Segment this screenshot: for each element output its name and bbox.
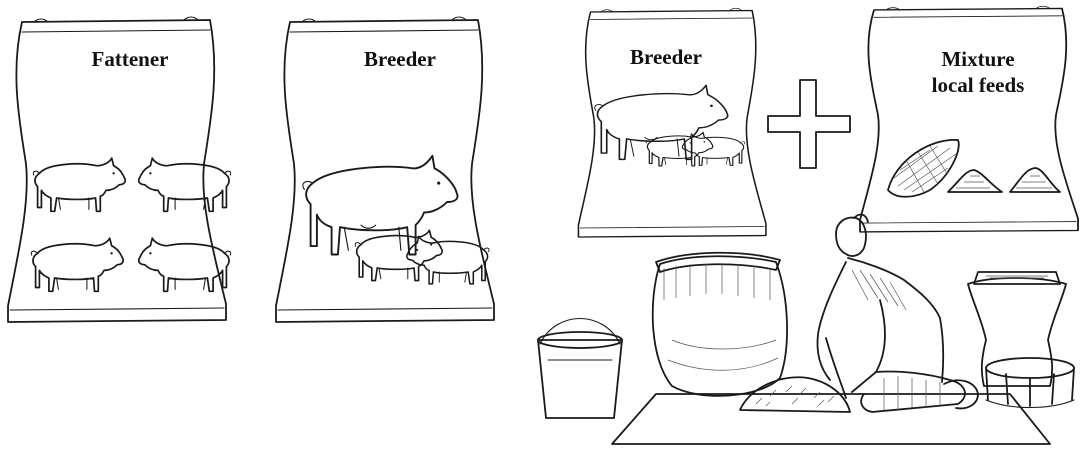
bag-breeder-mix: [578, 8, 765, 237]
corn-icon: [888, 140, 959, 197]
bag-label-breeder-mix: Breeder: [596, 44, 736, 70]
stool-icon: [986, 358, 1074, 408]
bag-label-fattener: Fattener: [60, 46, 200, 72]
bag-label-mixture-local-feeds: Mixture local feeds: [888, 46, 1068, 98]
plus-icon: [768, 80, 850, 168]
sow-icon: [595, 85, 728, 159]
pig-icon: [31, 238, 123, 291]
woven-sack: [653, 253, 787, 396]
feed-pile-icon: [948, 170, 1002, 192]
woman-mixing-figure: [818, 215, 979, 412]
pig-icon: [33, 158, 125, 211]
floor-mat: [612, 394, 1050, 444]
pig-icon: [139, 158, 231, 211]
basket-icon: [968, 272, 1066, 386]
bucket-icon: [538, 319, 622, 419]
feed-pile-icon: [1010, 168, 1060, 192]
bag-label-breeder: Breeder: [330, 46, 470, 72]
bag-mixture-local-feeds: [860, 6, 1078, 232]
